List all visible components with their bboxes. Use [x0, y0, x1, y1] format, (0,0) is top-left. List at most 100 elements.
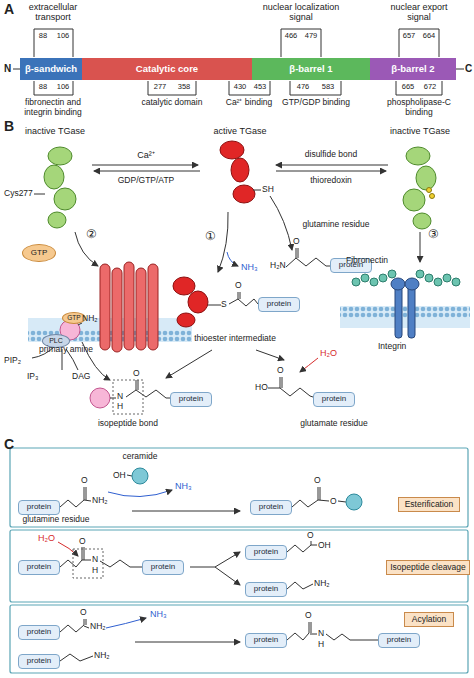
- residue-number: 430: [234, 83, 247, 92]
- node-text: Esterification: [405, 500, 454, 509]
- node-text: protein: [27, 503, 51, 512]
- atom-label: O: [80, 608, 87, 618]
- node-text: protein: [27, 563, 51, 572]
- region-label: Ca²⁺ binding: [226, 98, 272, 108]
- protein-box: protein: [18, 654, 60, 669]
- atom-label: NH₂: [94, 651, 110, 661]
- terminus-label: N: [4, 63, 11, 75]
- reactant-label: H₂O: [38, 533, 55, 543]
- molecule-label: PIP₂: [4, 356, 21, 366]
- atom-label: OH: [113, 471, 126, 481]
- atom-label: O: [305, 611, 312, 621]
- residue-number: 657: [403, 32, 416, 41]
- residue-label: Cys277: [4, 189, 33, 199]
- region-label: catalytic domain: [142, 98, 203, 108]
- intermediate-label: thioester intermediate: [194, 334, 276, 344]
- callout-number: ②: [86, 228, 97, 242]
- atom-label: O: [133, 369, 140, 379]
- residue-number: 358: [178, 83, 191, 92]
- atom-label: SH: [262, 185, 274, 195]
- atom-label: O: [81, 476, 88, 486]
- protein-box: protein: [142, 560, 184, 575]
- node-text: protein: [322, 395, 346, 404]
- node-text: protein: [27, 657, 51, 666]
- atom-label: OH: [318, 541, 331, 551]
- byproduct-label: NH₃: [241, 262, 258, 272]
- atom-label: NH₂: [314, 579, 330, 589]
- callout-number: ③: [428, 228, 439, 242]
- domain-segment: β-barrel 1: [252, 58, 370, 80]
- protein-label: Fibronectin: [346, 256, 388, 266]
- cofactor-label: GDP/GTP/ATP: [118, 176, 175, 186]
- state-label: inactive TGase: [25, 126, 85, 136]
- atom-label: NH₂: [90, 622, 106, 632]
- protein-box: protein: [18, 625, 60, 640]
- node-text: protein: [254, 636, 278, 645]
- protein-box: protein: [258, 297, 300, 312]
- protein-box: protein: [18, 560, 60, 575]
- residue-number: 453: [254, 83, 267, 92]
- node-text: β-barrel 2: [391, 64, 434, 74]
- atom-label: HO: [255, 383, 268, 393]
- atom-label: N: [318, 629, 324, 639]
- panel-letter: C: [4, 436, 14, 452]
- node-text: β-sandwich: [25, 64, 77, 74]
- byproduct-label: NH₃: [175, 481, 192, 491]
- reaction-tag: Esterification: [398, 497, 460, 512]
- atom-label: H: [117, 402, 123, 412]
- atom-label: H₂N: [270, 261, 286, 271]
- node-text: protein: [254, 548, 278, 557]
- protein-box: protein: [18, 500, 60, 515]
- node-text: protein: [387, 636, 411, 645]
- callout-number: ①: [205, 230, 216, 244]
- atom-label: O: [293, 237, 300, 247]
- cofactor-label: disulfide bond: [305, 150, 357, 160]
- atom-label: NH₂: [82, 314, 98, 324]
- reaction-tag: Acylation: [404, 612, 454, 627]
- node-text: protein: [267, 300, 291, 309]
- atom-label: O: [307, 531, 314, 541]
- protein-box: protein: [250, 500, 292, 515]
- bond-label: isopeptide bond: [98, 419, 158, 429]
- residue-number: 665: [402, 83, 415, 92]
- atom-label: S: [221, 300, 227, 310]
- domain-segment: β-sandwich: [20, 58, 82, 80]
- terminus-label: C: [465, 63, 472, 75]
- protein-box: protein: [378, 633, 420, 648]
- residue-number: 476: [297, 83, 310, 92]
- molecule-label: ceramide: [123, 452, 158, 462]
- node-text: protein: [179, 395, 203, 404]
- molecule-label: IP₃: [27, 372, 39, 382]
- node-text: GTP: [31, 249, 47, 258]
- protein-box: protein: [245, 633, 287, 648]
- residue-number: 466: [285, 32, 298, 41]
- domain-segment: Catalytic core: [82, 58, 252, 80]
- node-text: protein: [27, 628, 51, 637]
- protein-box: protein: [313, 392, 355, 407]
- node-text: GTP: [67, 314, 80, 321]
- node-text: β-barrel 1: [289, 64, 332, 74]
- atom-label: NH₂: [92, 496, 108, 506]
- cofactor-label: thioredoxin: [310, 176, 352, 186]
- panel-letter: A: [4, 1, 14, 17]
- residue-label: glutamine residue: [22, 515, 89, 525]
- molecule-label: DAG: [72, 372, 90, 382]
- node-text: PLC: [49, 337, 63, 345]
- protein-box: protein: [245, 545, 287, 560]
- atom-label: N: [92, 555, 98, 565]
- residue-number: 672: [424, 83, 437, 92]
- protein-box: protein: [245, 582, 287, 597]
- reactant-label: H₂O: [320, 348, 337, 358]
- cofactor-label: Ca²⁺: [137, 150, 155, 160]
- residue-label: glutamine residue: [302, 220, 369, 230]
- node-text: Isopeptide cleavage: [390, 563, 466, 572]
- atom-label: O: [314, 476, 321, 486]
- residue-number: 88: [39, 83, 47, 92]
- panel-letter: B: [4, 118, 14, 134]
- node-text: Acylation: [412, 615, 447, 624]
- atom-label: H: [318, 640, 324, 650]
- region-label: nuclear export signal: [383, 2, 455, 23]
- atom-label: O: [235, 281, 242, 291]
- byproduct-label: NH₃: [150, 609, 167, 619]
- residue-number: 106: [57, 32, 70, 41]
